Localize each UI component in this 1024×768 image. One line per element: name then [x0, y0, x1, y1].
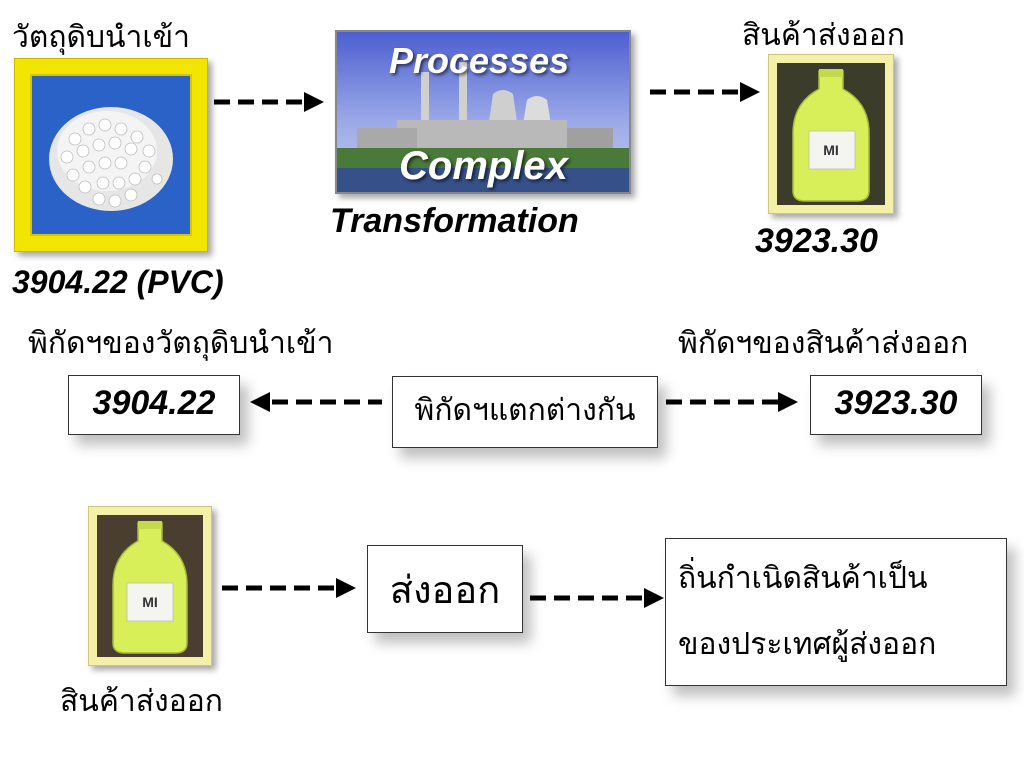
power-plant-image: Processes Complex: [335, 30, 631, 194]
import-material-label: วัตถุดิบนำเข้า: [12, 20, 190, 55]
origin-line-2: ของประเทศผู้ส่งออก: [678, 627, 937, 662]
process-line-1: Processes: [389, 40, 570, 81]
arrow-process-to-export: [650, 82, 760, 102]
import-tariff-heading: พิกัดฯของวัตถุดิบนำเข้า: [28, 326, 334, 361]
import-tariff-box: 3904.22: [68, 375, 240, 435]
export-code-caption: 3923.30: [755, 222, 878, 260]
export-tariff-box: 3923.30: [810, 375, 982, 435]
import-code-suffix: (PVC): [136, 264, 224, 300]
process-line-2: Complex: [399, 144, 568, 188]
plastic-bottle-image: MI: [88, 506, 212, 666]
arrow-import-to-process: [214, 92, 324, 112]
export-tariff-heading: พิกัดฯของสินค้าส่งออก: [678, 326, 969, 361]
tariff-difference-label: พิกัดฯแตกต่างกัน: [414, 393, 636, 428]
import-code: 3904.22: [12, 264, 128, 300]
plastic-bottle-image: MI: [768, 54, 894, 214]
export-action-label: ส่งออก: [389, 568, 501, 612]
import-tariff-code: 3904.22: [92, 384, 216, 422]
arrow-diff-to-import: [250, 392, 382, 412]
origin-conclusion-box: ถิ่นกำเนิดสินค้าเป็น ของประเทศผู้ส่งออก: [665, 538, 1007, 686]
arrow-export-to-origin: [530, 588, 664, 608]
svg-text:MI: MI: [823, 142, 839, 158]
arrow-diff-to-export: [666, 392, 798, 412]
export-tariff-code: 3923.30: [834, 384, 958, 422]
import-code-caption: 3904.22 (PVC): [12, 264, 224, 301]
origin-line-1: ถิ่นกำเนิดสินค้าเป็น: [678, 561, 928, 596]
svg-text:MI: MI: [142, 594, 158, 610]
process-caption: Transformation: [330, 202, 579, 240]
bottom-product-label: สินค้าส่งออก: [60, 684, 223, 719]
export-product-label: สินค้าส่งออก: [742, 18, 905, 53]
export-action-box: ส่งออก: [367, 545, 523, 633]
arrow-product-to-export: [222, 578, 356, 598]
tariff-difference-box: พิกัดฯแตกต่างกัน: [392, 376, 658, 448]
pvc-pellets-image: [14, 58, 208, 252]
